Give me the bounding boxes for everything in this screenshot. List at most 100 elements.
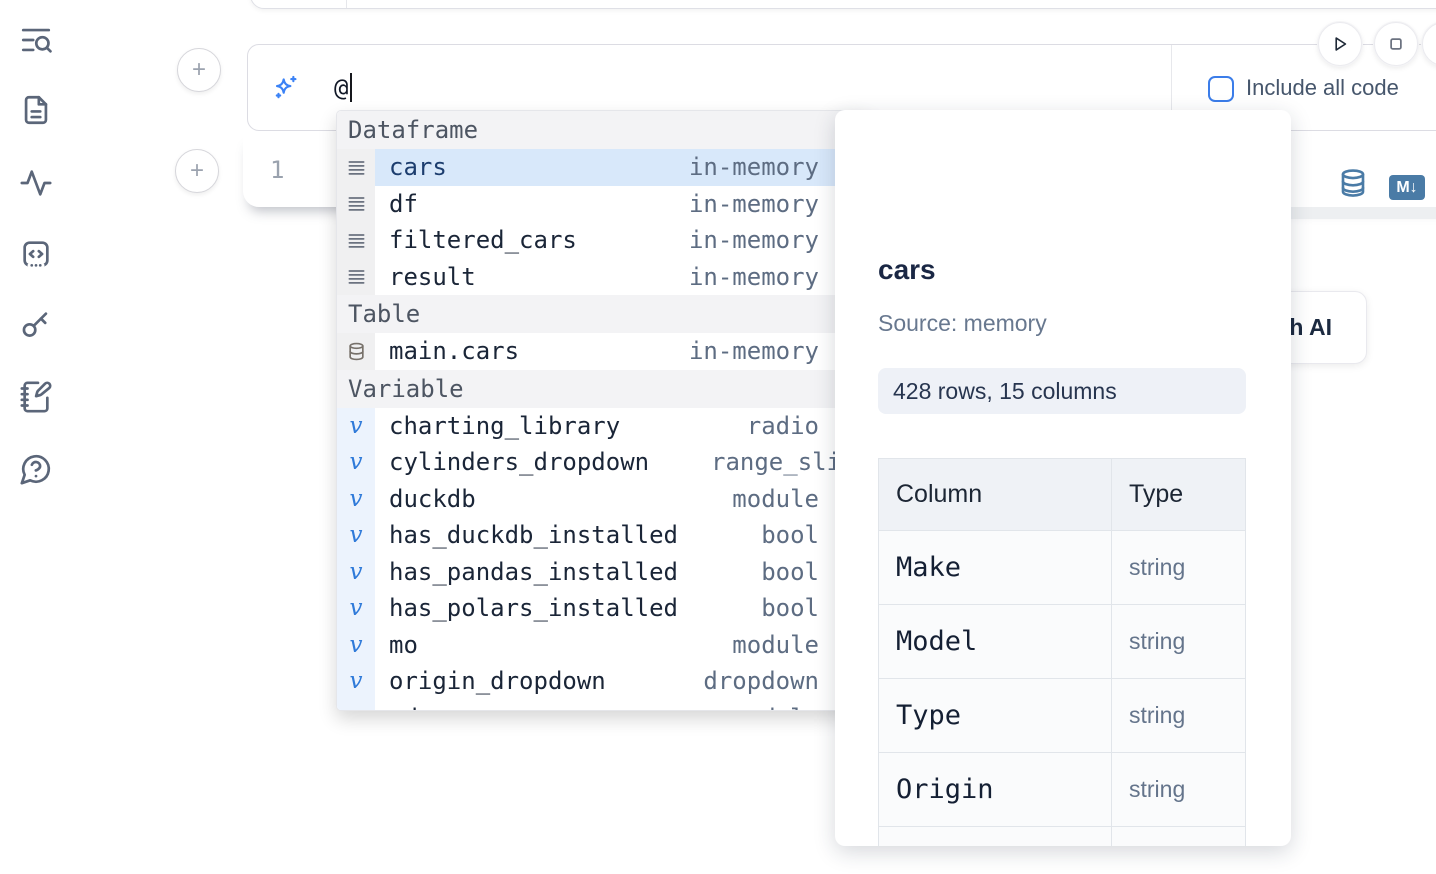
item-name: filtered_cars [389, 226, 577, 255]
activity-icon[interactable] [19, 166, 53, 200]
item-detail: module [732, 484, 819, 513]
column-type-cell: string [1112, 531, 1246, 605]
autocomplete-item[interactable]: main.cars in-memory [337, 333, 869, 370]
autocomplete-item-gutter [337, 185, 375, 222]
item-detail: module [732, 700, 819, 710]
preview-source: Source: memory [878, 310, 1047, 336]
variable-icon: v [349, 522, 363, 549]
autocomplete-item-gutter: v [337, 626, 375, 663]
code-square-icon[interactable] [19, 237, 53, 271]
item-name: mo [389, 630, 418, 659]
notebook-pen-icon[interactable] [19, 380, 53, 414]
autocomplete-item-gutter: v [337, 517, 375, 554]
include-all-code-checkbox[interactable] [1208, 76, 1234, 102]
autocomplete-item-gutter: v [337, 699, 375, 710]
item-name: duckdb [389, 484, 476, 513]
stop-button[interactable] [1374, 22, 1418, 66]
item-name: has_duckdb_installed [389, 521, 678, 550]
previous-cell-divider [346, 0, 347, 8]
variable-icon: v [349, 485, 363, 512]
text-cursor [350, 73, 353, 102]
item-name: charting_library [389, 411, 621, 440]
dataframe-icon [348, 197, 364, 211]
column-name-cell: Make [879, 531, 1112, 605]
item-detail: module [732, 630, 819, 659]
item-name: has_pandas_installed [389, 557, 678, 586]
autocomplete-section-header: Table [337, 295, 869, 333]
variable-icon: v [349, 449, 363, 476]
autocomplete-item-gutter: v [337, 480, 375, 517]
autocomplete-item-gutter [337, 333, 375, 370]
column-name-cell: Type [879, 679, 1112, 753]
run-cell-button[interactable] [1318, 22, 1362, 66]
variable-icon: v [349, 595, 363, 622]
autocomplete-item[interactable]: v origin_dropdown dropdown [337, 663, 869, 700]
database-icon[interactable] [1338, 168, 1368, 201]
list-search-icon[interactable] [19, 23, 53, 57]
item-detail: dropdown [703, 667, 819, 696]
autocomplete-item[interactable]: df in-memory [337, 185, 869, 222]
variable-icon: v [349, 631, 363, 658]
add-cell-button-top[interactable]: + [177, 48, 221, 92]
column-type-cell: string [1112, 605, 1246, 679]
prompt-options-divider [1171, 45, 1172, 130]
play-icon [1335, 37, 1347, 51]
dataframe-preview-panel: cars Source: memory 428 rows, 15 columns… [835, 110, 1291, 846]
help-chat-icon[interactable] [19, 452, 53, 486]
table-header-cell: Column [879, 459, 1112, 531]
variable-icon: v [350, 705, 363, 710]
autocomplete-item-gutter: v [337, 407, 375, 444]
file-text-icon[interactable] [19, 93, 53, 127]
autocomplete-item[interactable]: filtered_cars in-memory [337, 222, 869, 259]
item-detail: in-memory [688, 337, 819, 366]
previous-cell-bottom [250, 0, 1436, 9]
ai-prompt-text: @ [334, 73, 349, 102]
autocomplete-item-gutter: v [337, 444, 375, 481]
column-type-cell: string [1112, 679, 1246, 753]
dataframe-icon [348, 160, 364, 175]
item-detail: in-memory [688, 226, 819, 255]
item-name: df [389, 189, 418, 218]
ai-prompt-input[interactable]: @ [334, 45, 353, 130]
add-cell-button-bottom[interactable]: + [175, 149, 219, 193]
stop-icon [1390, 38, 1402, 50]
autocomplete-item[interactable]: v pdmodule [337, 699, 869, 710]
item-name: pd [375, 700, 869, 710]
sparkles-icon [271, 74, 300, 103]
table-header-cell: Type [1112, 459, 1246, 531]
item-name: has_polars_installed [389, 594, 678, 623]
item-detail: in-memory [688, 189, 819, 218]
variable-icon: v [349, 558, 363, 585]
include-all-code-label: Include all code [1246, 74, 1399, 100]
autocomplete-item-gutter: v [337, 553, 375, 590]
column-name-cell: DriveTrain [879, 827, 1112, 846]
markdown-icon[interactable]: M↓ [1389, 175, 1425, 200]
line-number: 1 [270, 155, 285, 184]
key-icon[interactable] [19, 308, 53, 342]
variable-icon: v [349, 668, 363, 695]
autocomplete-item-gutter: v [337, 663, 375, 700]
item-name: main.cars [389, 337, 520, 366]
item-name: origin_dropdown [389, 667, 606, 696]
variable-icon: v [349, 412, 363, 439]
item-name: result [389, 262, 476, 291]
item-detail: in-memory [688, 153, 819, 182]
autocomplete-item-gutter [337, 149, 375, 186]
